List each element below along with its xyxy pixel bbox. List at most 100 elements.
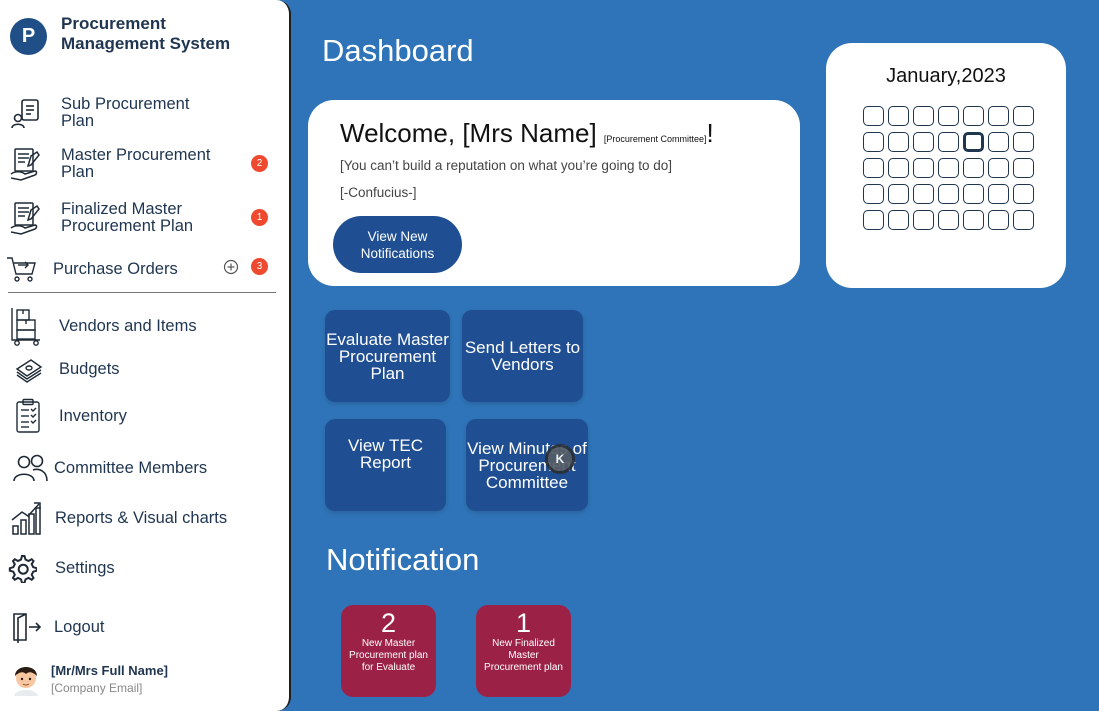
calendar-day[interactable] bbox=[888, 210, 909, 230]
calendar-day[interactable] bbox=[938, 158, 959, 178]
calendar-day[interactable] bbox=[913, 106, 934, 126]
sidebar-item-inventory[interactable]: Inventory bbox=[8, 397, 127, 435]
user-name: [Mr/Mrs Full Name] bbox=[51, 663, 169, 678]
calendar-day[interactable] bbox=[913, 210, 934, 230]
document-user-icon bbox=[6, 96, 46, 130]
calendar-day[interactable] bbox=[1013, 132, 1034, 152]
welcome-suffix: ! bbox=[706, 118, 714, 148]
trolley-boxes-icon bbox=[6, 306, 46, 346]
sidebar-item-finalized-master-procurement-plan[interactable]: Finalized Master Procurement Plan bbox=[6, 201, 231, 235]
calendar-day[interactable] bbox=[938, 184, 959, 204]
calendar-day[interactable] bbox=[1013, 184, 1034, 204]
sidebar-item-budgets[interactable]: Budgets bbox=[9, 352, 120, 386]
app-title: Procurement Management System bbox=[61, 14, 231, 53]
notification-section-title: Notification bbox=[326, 542, 480, 577]
cursor-indicator: K bbox=[545, 444, 575, 474]
sidebar-item-label: Committee Members bbox=[54, 458, 208, 477]
calendar-day[interactable] bbox=[888, 132, 909, 152]
sidebar-item-vendors-and-items[interactable]: Vendors and Items bbox=[6, 306, 197, 346]
calendar-day[interactable] bbox=[913, 132, 934, 152]
sidebar-item-reports-visual-charts[interactable]: Reports & Visual charts bbox=[5, 499, 227, 537]
sidebar-item-label: Vendors and Items bbox=[59, 316, 197, 335]
calendar-day[interactable] bbox=[963, 158, 984, 178]
users-icon bbox=[10, 451, 50, 485]
calendar-day-selected[interactable] bbox=[963, 132, 984, 152]
document-sign-icon bbox=[6, 147, 46, 181]
notification-count: 1 bbox=[515, 608, 532, 638]
page-title: Dashboard bbox=[322, 33, 474, 68]
calendar-day[interactable] bbox=[913, 184, 934, 204]
sidebar-item-label: Purchase Orders bbox=[53, 259, 178, 278]
calendar-day[interactable] bbox=[988, 158, 1009, 178]
calendar-day[interactable] bbox=[913, 158, 934, 178]
calendar-day[interactable] bbox=[1013, 158, 1034, 178]
quote-author: [-Confucius-] bbox=[340, 185, 417, 200]
sidebar-item-logout[interactable]: Logout bbox=[6, 610, 104, 644]
sidebar: P Procurement Management System Sub Proc… bbox=[0, 0, 291, 711]
send-letters-to-vendors-button[interactable]: Send Letters to Vendors bbox=[462, 310, 583, 402]
view-new-notifications-button[interactable]: View New Notifications bbox=[333, 216, 462, 273]
welcome-heading: Welcome, [Mrs Name] [Procurement Committ… bbox=[340, 118, 714, 149]
notification-card-finalized-plan[interactable]: 1 New Finalized Master Procurement plan bbox=[476, 605, 571, 697]
sidebar-item-master-procurement-plan[interactable]: Master Procurement Plan bbox=[6, 147, 231, 181]
calendar-day[interactable] bbox=[963, 106, 984, 126]
sidebar-divider bbox=[8, 292, 276, 293]
notification-count: 2 bbox=[380, 608, 397, 638]
calendar-day[interactable] bbox=[963, 210, 984, 230]
calendar-day[interactable] bbox=[938, 210, 959, 230]
notification-badge: 2 bbox=[251, 155, 268, 172]
calendar-day[interactable] bbox=[863, 184, 884, 204]
chart-growth-icon bbox=[5, 499, 45, 537]
evaluate-master-procurement-plan-button[interactable]: Evaluate Master Procurement Plan bbox=[325, 310, 450, 402]
calendar-day[interactable] bbox=[938, 132, 959, 152]
calendar-title: January,2023 bbox=[886, 65, 1006, 87]
app-logo: P bbox=[10, 18, 47, 55]
cart-icon bbox=[0, 252, 40, 286]
calendar-day[interactable] bbox=[888, 184, 909, 204]
notification-text: New Master Procurement plan for Evaluate bbox=[349, 638, 428, 673]
avatar bbox=[14, 667, 38, 696]
add-circle-icon[interactable] bbox=[223, 259, 239, 275]
sidebar-item-label: Master Procurement Plan bbox=[61, 146, 211, 181]
sidebar-item-settings[interactable]: Settings bbox=[2, 551, 115, 585]
money-stack-icon bbox=[9, 352, 49, 386]
gear-icon bbox=[2, 551, 42, 585]
calendar-day[interactable] bbox=[863, 158, 884, 178]
view-tec-report-button[interactable]: View TEC Report bbox=[325, 419, 446, 511]
calendar-day[interactable] bbox=[863, 106, 884, 126]
calendar-day[interactable] bbox=[863, 210, 884, 230]
calendar-day[interactable] bbox=[1013, 210, 1034, 230]
welcome-greeting: Welcome, [Mrs Name] bbox=[340, 118, 597, 148]
notification-card-master-plan[interactable]: 2 New Master Procurement plan for Evalua… bbox=[341, 605, 436, 697]
calendar-grid bbox=[863, 106, 1034, 230]
sidebar-item-label: Budgets bbox=[59, 359, 120, 378]
calendar-day[interactable] bbox=[988, 132, 1009, 152]
notification-text: New Finalized Master Procurement plan bbox=[484, 638, 563, 673]
calendar-day[interactable] bbox=[863, 132, 884, 152]
sidebar-item-committee-members[interactable]: Committee Members bbox=[10, 451, 207, 485]
welcome-card: Welcome, [Mrs Name] [Procurement Committ… bbox=[308, 100, 800, 286]
sidebar-item-label: Logout bbox=[54, 617, 105, 636]
user-email: [Company Email] bbox=[51, 681, 143, 695]
clipboard-checklist-icon bbox=[8, 397, 48, 435]
welcome-quote: [You can’t build a reputation on what yo… bbox=[340, 158, 672, 173]
sidebar-item-purchase-orders[interactable]: Purchase Orders bbox=[0, 252, 178, 286]
sidebar-item-label: Reports & Visual charts bbox=[55, 508, 228, 527]
sidebar-item-sub-procurement-plan[interactable]: Sub Procurement Plan bbox=[6, 96, 221, 130]
document-sign-icon bbox=[6, 201, 46, 235]
calendar-day[interactable] bbox=[1013, 106, 1034, 126]
welcome-role: [Procurement Committee] bbox=[603, 134, 707, 144]
calendar-day[interactable] bbox=[938, 106, 959, 126]
sidebar-item-label: Finalized Master Procurement Plan bbox=[61, 200, 194, 235]
calendar-day[interactable] bbox=[888, 106, 909, 126]
user-profile[interactable]: [Mr/Mrs Full Name] [Company Email] bbox=[10, 662, 168, 696]
calendar-day[interactable] bbox=[988, 106, 1009, 126]
calendar-day[interactable] bbox=[988, 184, 1009, 204]
sidebar-item-label: Settings bbox=[55, 558, 115, 577]
logout-icon bbox=[6, 610, 46, 644]
view-minutes-button[interactable]: View Minutes of Procurement Committee bbox=[466, 419, 588, 511]
calendar-day[interactable] bbox=[888, 158, 909, 178]
calendar-day[interactable] bbox=[963, 184, 984, 204]
calendar-day[interactable] bbox=[988, 210, 1009, 230]
app-logo-row: P Procurement Management System bbox=[10, 14, 251, 55]
